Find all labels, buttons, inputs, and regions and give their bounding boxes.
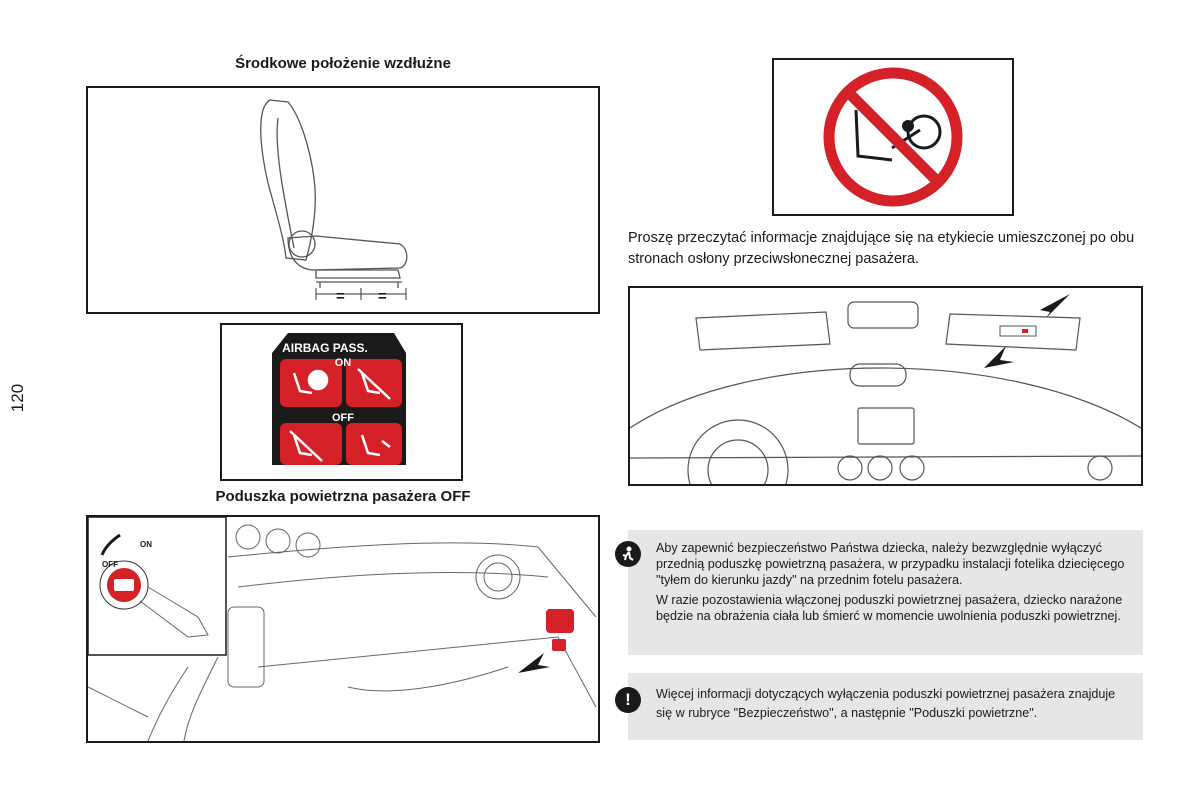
- info-box: Więcej informacji dotyczących wyłączenia…: [628, 673, 1143, 740]
- seat-section-title: Środkowe położenie wzdłużne: [235, 55, 451, 72]
- notice-paragraph-2: W razie pozostawienia włączonej poduszki…: [656, 593, 1123, 623]
- airbag-label-header: AIRBAG PASS.: [282, 341, 368, 355]
- equal-mark-right: =: [378, 288, 387, 305]
- seat-illustration: [260, 99, 408, 300]
- airbag-label-off: OFF: [332, 412, 354, 424]
- cabin-sun-visor-illustration: [630, 294, 1141, 484]
- airbag-status-label-frame: AIRBAG PASS. ON OFF: [220, 323, 463, 481]
- airbag-status-label: AIRBAG PASS. ON OFF: [272, 333, 406, 465]
- page-number: 120: [8, 383, 28, 413]
- prohibition-sign-frame: [772, 58, 1014, 216]
- sun-visor-label-warning: Proszę przeczytać informacje znajdujące …: [628, 230, 1135, 267]
- airbag-label-on: ON: [335, 357, 352, 369]
- key-switch-off-label: OFF: [102, 560, 118, 569]
- key-switch-on-label: ON: [140, 540, 152, 549]
- child-safety-notice-box: Aby zapewnić bezpieczeństwo Państwa dzie…: [628, 530, 1143, 655]
- notice-paragraph-1: Aby zapewnić bezpieczeństwo Państwa dzie…: [656, 541, 1125, 587]
- no-child-seat-prohibition-icon: [823, 67, 963, 207]
- passenger-airbag-title: Poduszka powietrzna pasażera OFF: [215, 488, 471, 505]
- child-safety-icon: [615, 541, 641, 567]
- info-box-text: Więcej informacji dotyczących wyłączenia…: [656, 687, 1116, 720]
- equal-mark-left: =: [336, 288, 345, 305]
- seat-illustration-frame: = =: [86, 86, 600, 314]
- dashboard-switch-illustration-frame: OFF ON: [86, 515, 600, 743]
- dashboard-switch-illustration: OFF ON: [88, 517, 597, 741]
- exclamation-icon: !: [615, 687, 641, 713]
- cabin-illustration-frame: [628, 286, 1143, 486]
